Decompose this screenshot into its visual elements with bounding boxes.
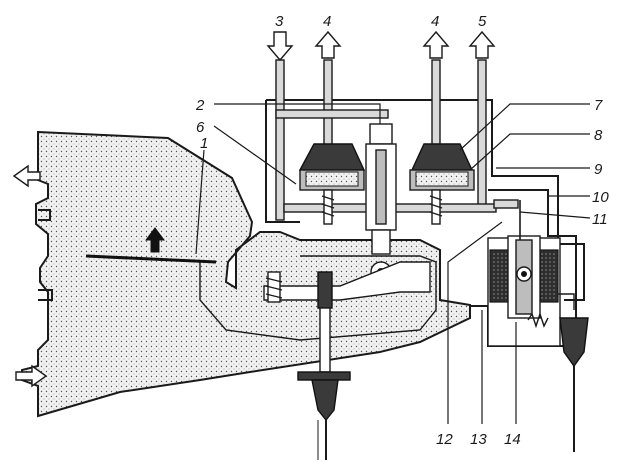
callout-13: 13 — [470, 431, 487, 448]
callout-8: 8 — [594, 127, 603, 144]
vertical-pipes — [275, 59, 519, 221]
pipe-5 — [477, 59, 487, 211]
right-connector — [558, 293, 589, 452]
leader-6 — [213, 125, 297, 185]
upper-frame-outline — [265, 99, 585, 301]
callout-11: 11 — [592, 211, 608, 228]
callout-6: 6 — [196, 119, 205, 136]
inlet-arrow-3 — [266, 31, 294, 62]
leader-8 — [469, 133, 590, 171]
leader-2 — [214, 103, 381, 124]
leader-12 — [447, 221, 503, 424]
channel-2 — [275, 109, 389, 119]
left-inlet-arrow — [15, 364, 48, 388]
float-rise-arrow — [145, 227, 165, 253]
left-flange — [38, 209, 53, 301]
callout-4-right: 4 — [431, 13, 439, 30]
left-rod-assembly — [297, 307, 351, 460]
inner-cavity-outline — [199, 255, 437, 341]
leader-11 — [519, 211, 591, 219]
callout-3: 3 — [275, 13, 284, 30]
coil-right — [539, 249, 559, 303]
callout-7: 7 — [594, 97, 603, 114]
outlet-arrow-4-right — [422, 30, 450, 59]
callout-9: 9 — [594, 161, 603, 178]
coil-left — [489, 249, 509, 303]
pipe-4-left — [323, 59, 333, 151]
diaphragm-right — [409, 143, 475, 225]
solenoid-valve — [487, 200, 561, 347]
callout-5: 5 — [478, 13, 487, 30]
main-housing — [21, 130, 471, 418]
outlet-arrow-4-left — [314, 30, 342, 59]
leader-lines — [195, 103, 591, 424]
callout-labels: 1 2 3 4 4 5 6 7 8 9 10 11 12 13 14 — [195, 13, 609, 448]
callout-4-left: 4 — [323, 13, 331, 30]
channel-to-valve — [493, 199, 519, 209]
outlet-arrow-5 — [468, 30, 496, 59]
callout-1: 1 — [200, 135, 208, 152]
left-outlet-arrow — [12, 164, 41, 188]
air-intake-chamber — [21, 130, 471, 418]
callout-14: 14 — [504, 431, 521, 448]
callout-2: 2 — [195, 97, 205, 114]
diaphragm-left — [298, 143, 366, 225]
float-element — [85, 254, 217, 264]
callout-10: 10 — [592, 189, 609, 206]
pipe-4-right — [431, 59, 441, 151]
callout-12: 12 — [436, 431, 453, 448]
pipe-3 — [275, 59, 285, 221]
leader-7 — [459, 103, 590, 151]
leader-1 — [195, 149, 205, 255]
